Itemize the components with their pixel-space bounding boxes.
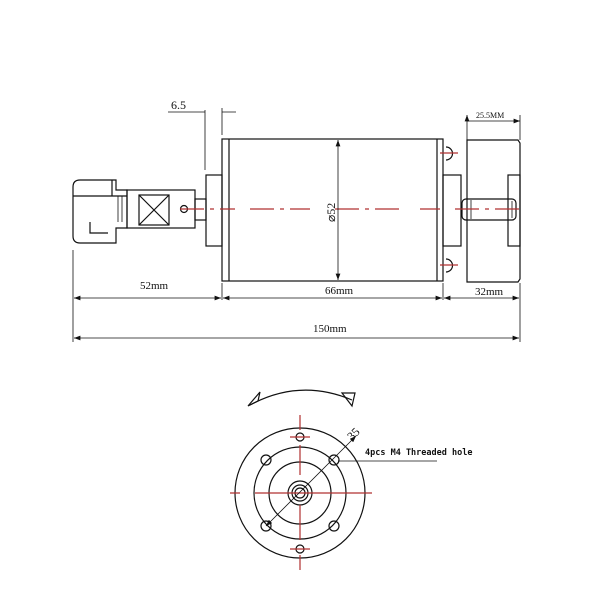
connector-plug xyxy=(72,179,128,244)
rear-flange xyxy=(205,174,223,247)
bolt-circle-dimension xyxy=(265,435,357,527)
front-flange xyxy=(442,174,462,247)
dim-front: 32mm xyxy=(475,286,504,298)
diameter-label: ⌀52 xyxy=(324,203,338,222)
dimensions xyxy=(72,108,520,342)
dim-cap: 25.5MM xyxy=(476,111,504,120)
front-view: 35 4pcs M4 Threaded hole xyxy=(230,389,472,570)
centerlines xyxy=(180,152,525,266)
dim-bolt-circle: 35 xyxy=(344,425,362,443)
rotation-arrow xyxy=(249,389,353,406)
mounting-screws xyxy=(445,146,454,273)
rotation-arrow-heads xyxy=(247,391,356,408)
dim-total: 150mm xyxy=(313,323,347,335)
side-view: 6.5 25.5MM ⌀52 52mm 66mm 32mm 150mm xyxy=(72,98,525,342)
hole-note: 4pcs M4 Threaded hole xyxy=(365,448,472,458)
dim-connector: 52mm xyxy=(140,280,169,292)
dim-flange: 6.5 xyxy=(171,98,186,112)
dim-body: 66mm xyxy=(325,285,354,297)
